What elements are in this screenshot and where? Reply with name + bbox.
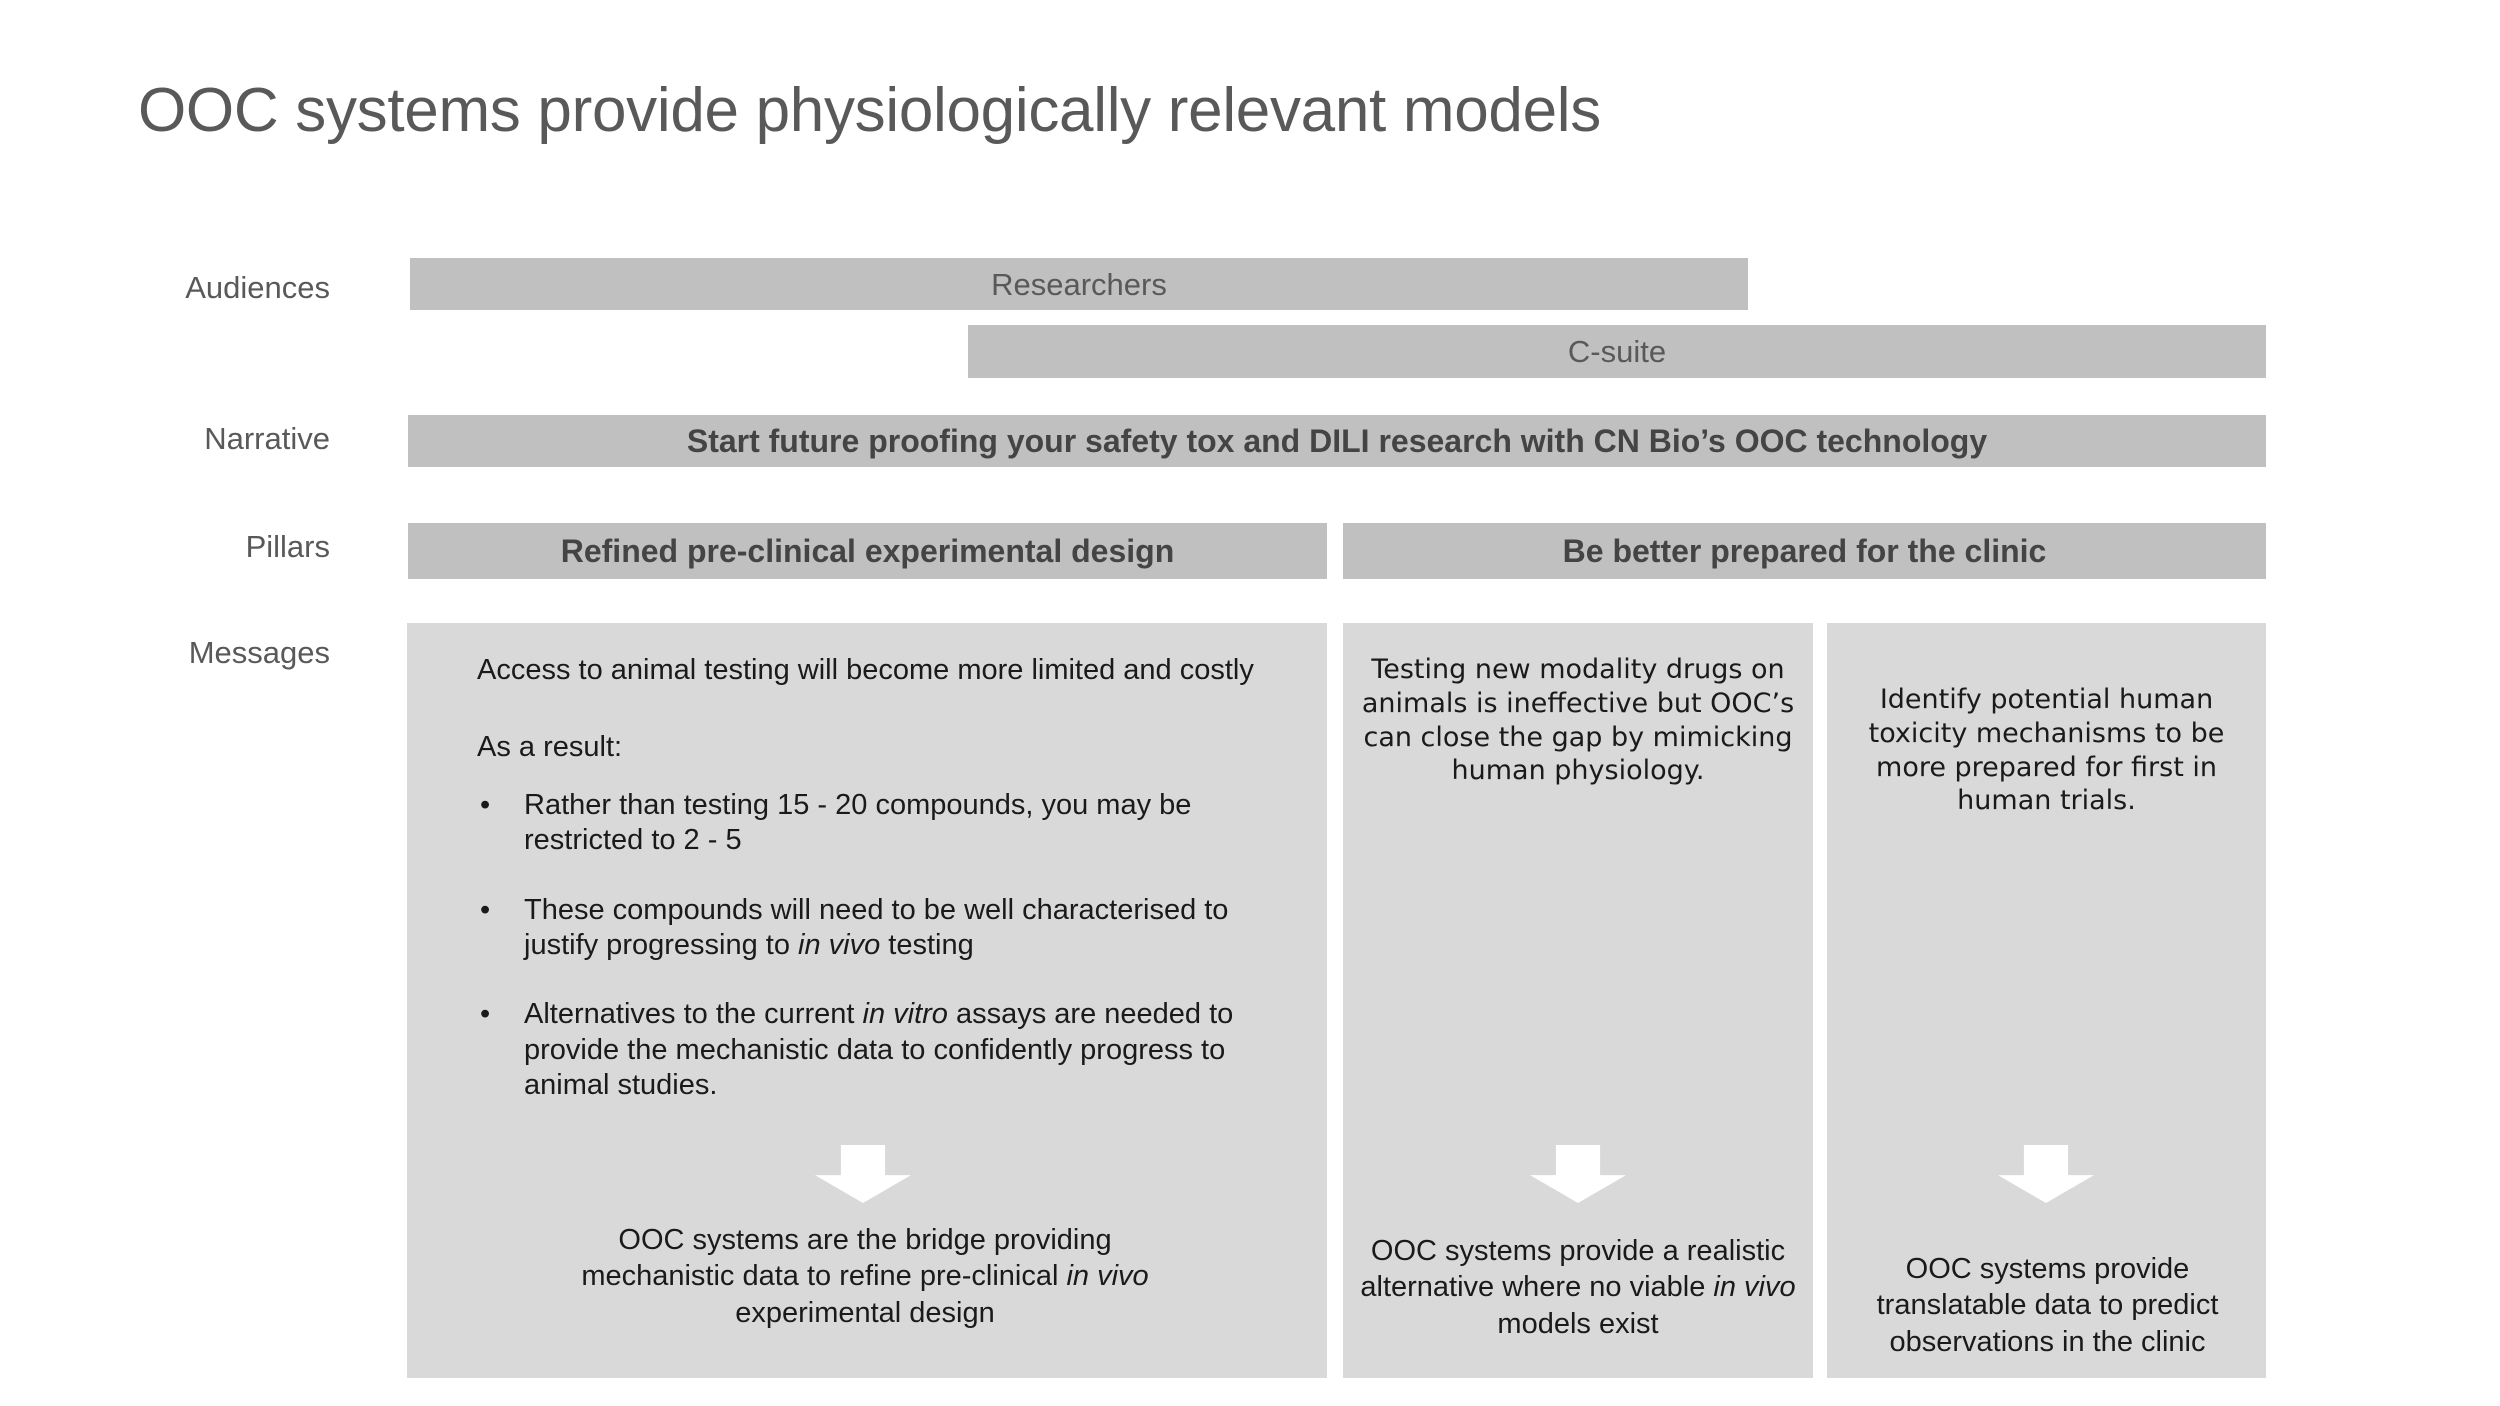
message-3-conclusion: OOC systems provide translatable data to… — [1845, 1251, 2250, 1360]
message-2-top-text: Testing new modality drugs on animals is… — [1361, 654, 1795, 787]
conclusion-part1: OOC systems provide a realistic alternat… — [1360, 1235, 1786, 1304]
audience-bar-csuite: C-suite — [968, 325, 2266, 378]
message-box-3: Identify potential human toxicity mechan… — [1827, 623, 2266, 1378]
row-label-narrative: Narrative — [204, 421, 330, 456]
pillar-bar-2: Be better prepared for the clinic — [1343, 523, 2266, 579]
pillar-bar-2-label: Be better prepared for the clinic — [1562, 533, 2047, 569]
row-label-pillars: Pillars — [245, 529, 330, 564]
bullet-text-part2: testing — [880, 928, 974, 961]
pillar-bar-1: Refined pre-clinical experimental design — [408, 523, 1327, 579]
bullet-text-part2: assays are needed to provide the mechani… — [524, 998, 1234, 1101]
bullet-text-italic: in vivo — [798, 928, 881, 961]
audience-bar-researchers: Researchers — [410, 258, 1748, 310]
message-box-2: Testing new modality drugs on animals is… — [1343, 623, 1813, 1378]
conclusion-italic: in vivo — [1066, 1260, 1149, 1293]
narrative-bar: Start future proofing your safety tox an… — [408, 415, 2266, 467]
bullet-dot-icon: • — [480, 893, 491, 926]
audience-bar-csuite-label: C-suite — [1567, 334, 1667, 369]
pillar-bar-1-label: Refined pre-clinical experimental design — [560, 533, 1175, 569]
narrative-bar-label: Start future proofing your safety tox an… — [686, 423, 1988, 459]
bullet-text-italic: in vitro — [862, 998, 948, 1031]
message-3-top-text: Identify potential human toxicity mechan… — [1868, 684, 2225, 817]
bullet-text-part1: Rather than testing 15 - 20 compounds, y… — [524, 788, 1192, 857]
audience-bar-researchers-label: Researchers — [991, 266, 1167, 302]
page-title: OOC systems provide physiologically rele… — [138, 76, 1601, 145]
conclusion-italic: in vivo — [1713, 1271, 1796, 1304]
message-2-conclusion: OOC systems provide a realistic alternat… — [1358, 1233, 1798, 1342]
conclusion-part1: OOC systems are the bridge providing mec… — [581, 1224, 1112, 1293]
conclusion-part2: models exist — [1497, 1307, 1659, 1340]
list-item: • Rather than testing 15 - 20 compounds,… — [477, 788, 1277, 859]
row-label-messages: Messages — [188, 635, 330, 670]
bullet-text-part1: These compounds will need to be well cha… — [524, 893, 1229, 961]
conclusion-part1: OOC systems provide translatable data to… — [1876, 1253, 2219, 1358]
message-box-1-body: Access to animal testing will become mor… — [477, 653, 1277, 1103]
message-1-lead-in: As a result: — [477, 731, 623, 764]
row-label-audiences: Audiences — [185, 270, 330, 305]
list-item: • These compounds will need to be well c… — [477, 893, 1277, 964]
message-1-bullet-list: • Rather than testing 15 - 20 compounds,… — [477, 788, 1277, 1104]
bullet-text-part1: Alternatives to the current — [524, 998, 863, 1031]
bullet-dot-icon: • — [480, 998, 491, 1031]
message-1-conclusion: OOC systems are the bridge providing mec… — [570, 1222, 1160, 1331]
message-box-1: Access to animal testing will become mor… — [407, 623, 1327, 1378]
bullet-dot-icon: • — [480, 788, 491, 821]
list-item: • Alternatives to the current in vitro a… — [477, 997, 1277, 1103]
conclusion-part2: experimental design — [735, 1296, 995, 1329]
message-1-intro: Access to animal testing will become mor… — [477, 654, 1254, 686]
